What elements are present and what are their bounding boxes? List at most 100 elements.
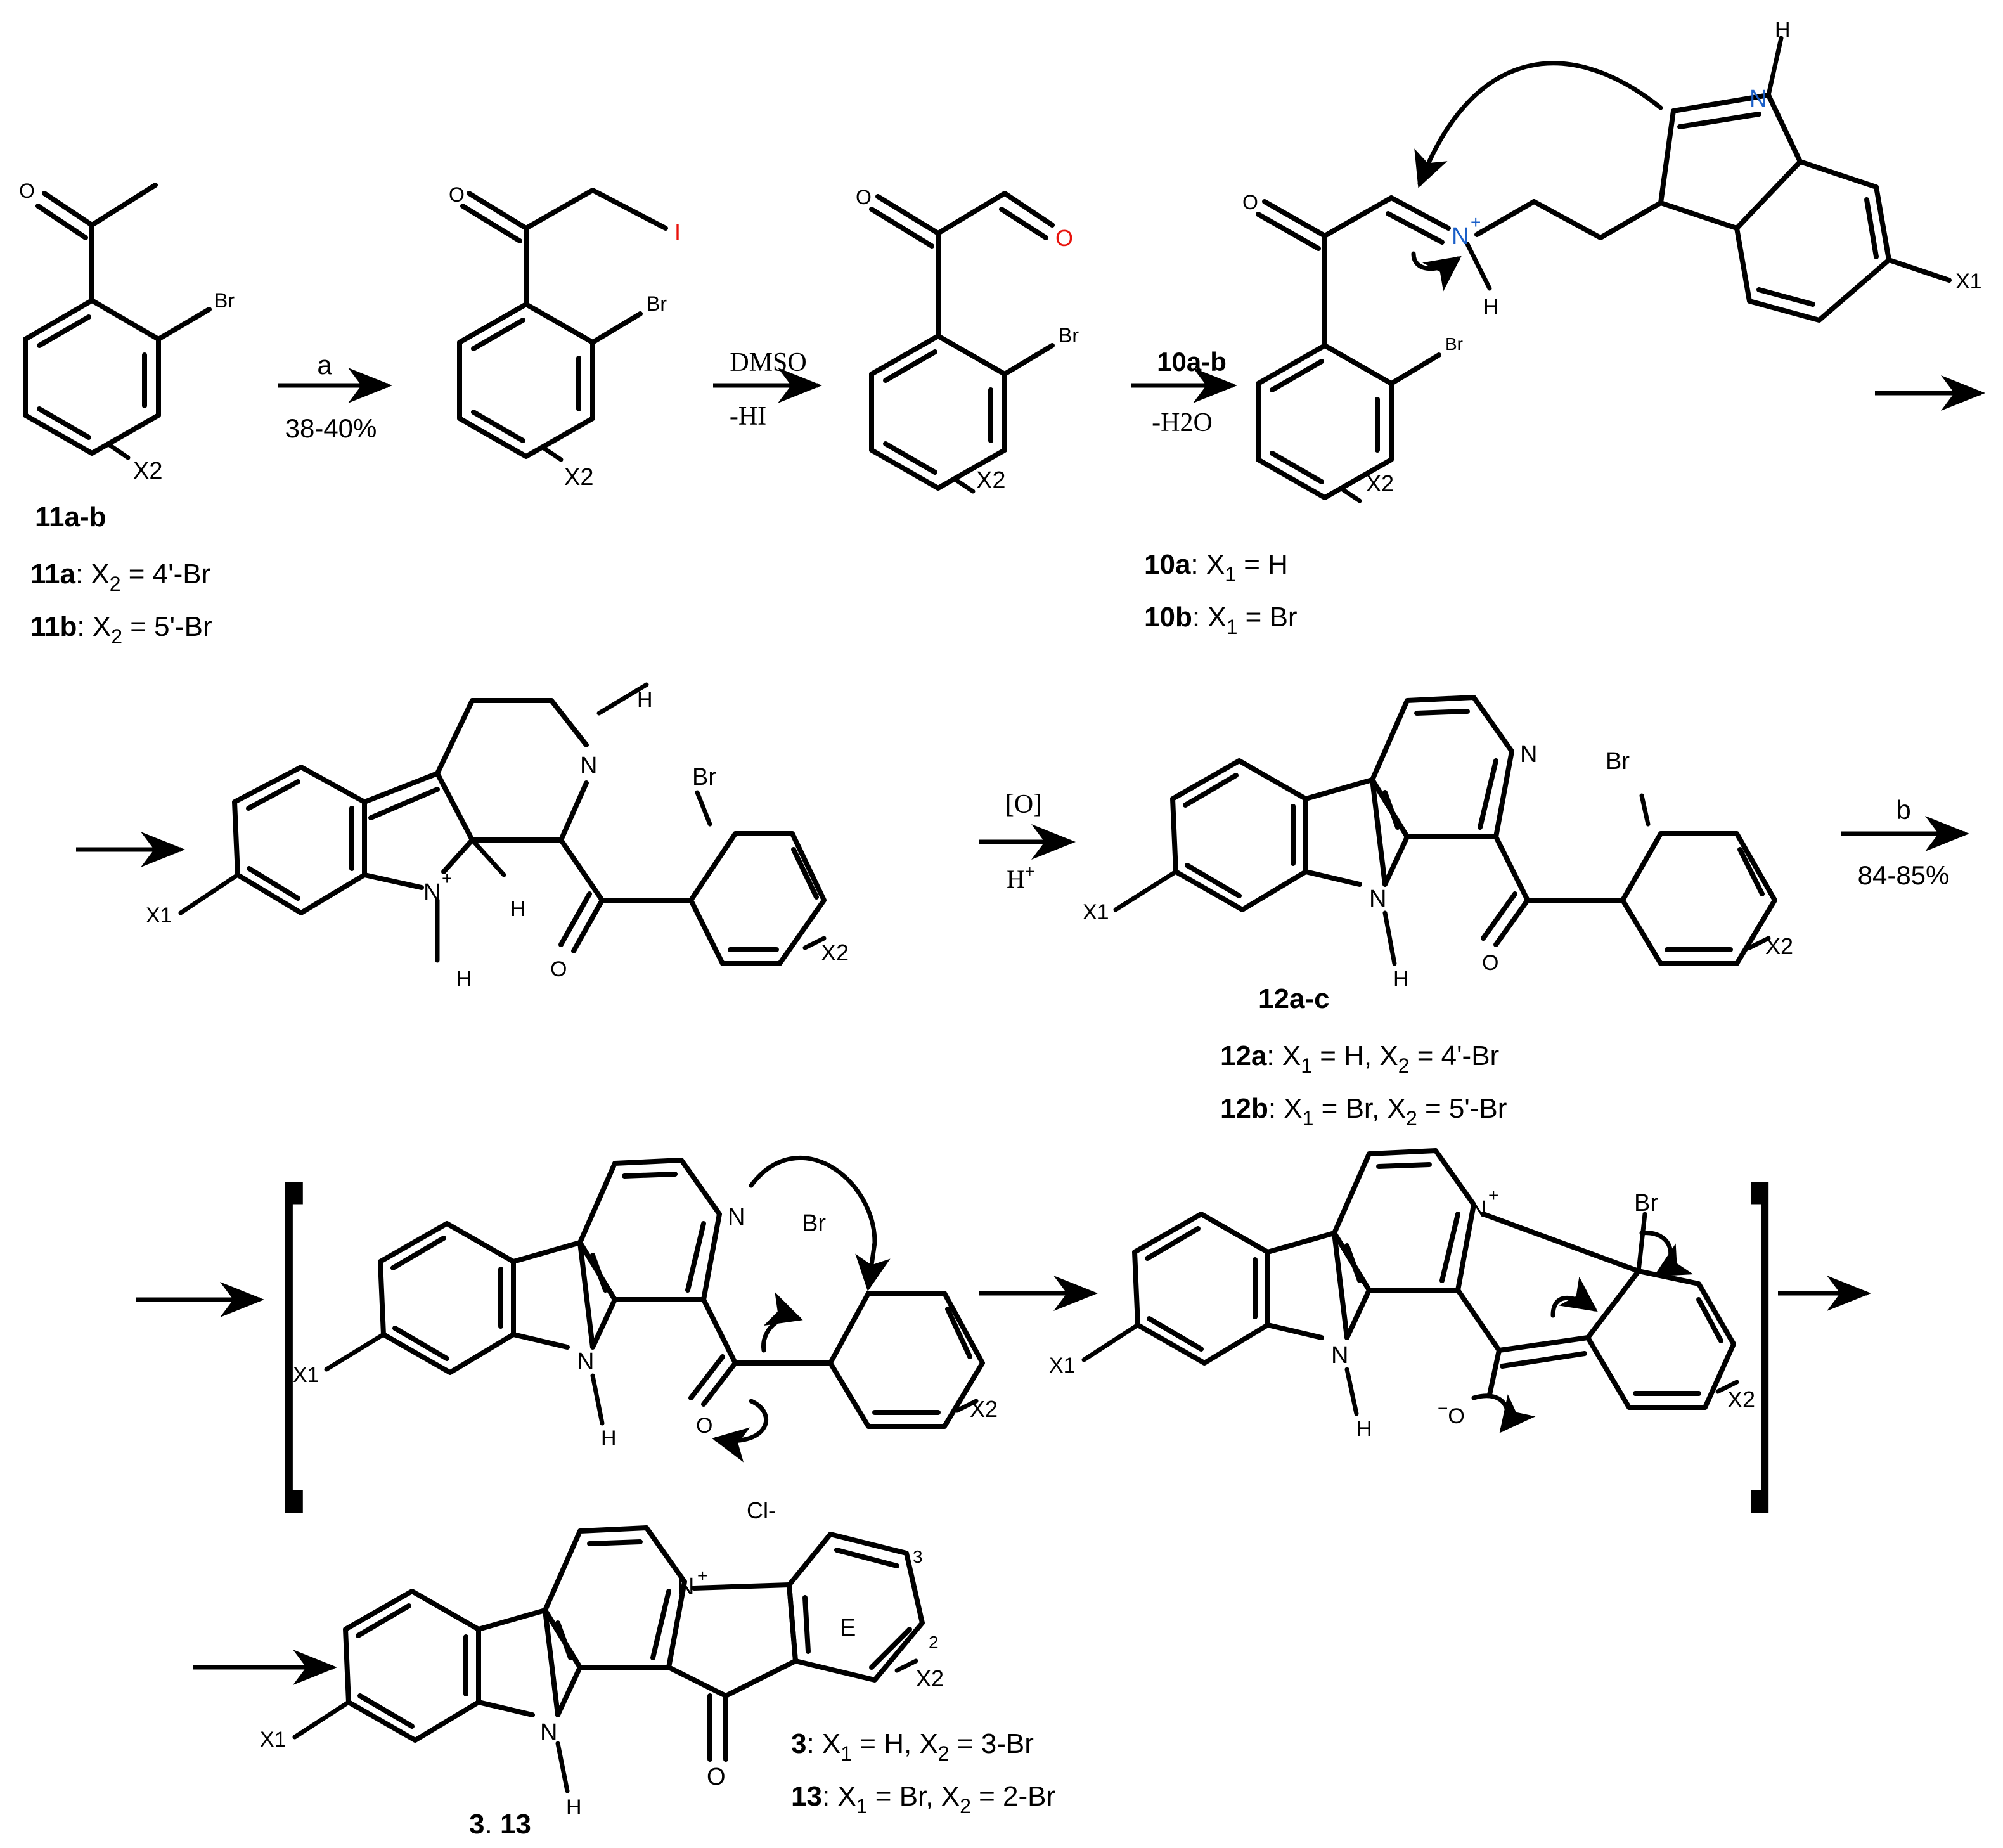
compound-iminium: O N + H N H X1 Br X2 bbox=[1242, 18, 1982, 503]
indole-hydrogen: H bbox=[1775, 18, 1791, 42]
compound-12a-line: 12a: X1 = H, X2 = 4'-Br bbox=[1220, 1040, 1499, 1077]
x1-label: X1 bbox=[293, 1363, 319, 1387]
bracket-close: ] bbox=[1750, 1119, 1775, 1516]
bromine-label: Br bbox=[802, 1210, 826, 1237]
x1-label: X1 bbox=[146, 903, 172, 927]
yield-a: 38-40% bbox=[285, 413, 377, 443]
compound-iodoketone: O I Br X2 bbox=[449, 183, 681, 491]
compound-11: O Br X2 bbox=[19, 179, 235, 484]
compound-10b-line: 10b: X1 = Br bbox=[1144, 602, 1298, 638]
x1-label: X1 bbox=[1049, 1354, 1076, 1378]
pyridinium-nitrogen: N bbox=[677, 1573, 694, 1600]
compound-glyoxal: O O Br X2 bbox=[856, 186, 1079, 494]
compound-10a-line: 10a: X1 = H bbox=[1144, 549, 1288, 586]
arrow-step-oxidation: [O] H+ bbox=[979, 790, 1076, 893]
reagent-a: a bbox=[317, 350, 332, 380]
compound-spiro-enolate: N + Br N H −O X1 X2 bbox=[1049, 1148, 1755, 1441]
iodine-label: I bbox=[674, 219, 681, 245]
indole-nitrogen: N bbox=[1749, 86, 1767, 112]
bromine-label: Br bbox=[214, 289, 235, 312]
compound-12b-line: 12b: X1 = Br, X2 = 5'-Br bbox=[1220, 1093, 1507, 1130]
compound-3-13-labels: 3. 13 3: X1 = H, X2 = 3-Br 13: X1 = Br, … bbox=[469, 1728, 1055, 1840]
arrow-step-dmso: DMSO -HI bbox=[713, 348, 822, 431]
nh-hydrogen: H bbox=[601, 1426, 617, 1451]
enolate-oxygen: −O bbox=[1438, 1399, 1465, 1428]
iminium-nitrogen: N bbox=[1452, 223, 1469, 250]
pyridine-nitrogen: N bbox=[1520, 741, 1537, 768]
arrow-step-a: a 38-40% bbox=[278, 350, 392, 443]
nh-hydrogen: H bbox=[566, 1795, 582, 1819]
nh-hydrogen: H bbox=[637, 688, 653, 712]
compound-cyclized-intermediate: N H Br N + H H O X1 X2 bbox=[146, 682, 849, 991]
x1-label: X1 bbox=[260, 1728, 287, 1752]
nitrogen-label: N bbox=[580, 753, 597, 779]
yield-b: 84-85% bbox=[1858, 860, 1950, 890]
oxygen-label-red: O bbox=[1055, 225, 1073, 251]
x2-label: X2 bbox=[976, 467, 1005, 494]
reagent-b: b bbox=[1896, 795, 1910, 825]
indole-nitrogen: N bbox=[577, 1348, 594, 1375]
oxygen-label: O bbox=[19, 179, 35, 202]
oxygen-label: O bbox=[1482, 951, 1498, 975]
iminium-plus: + bbox=[1471, 212, 1481, 232]
arrow-step-b: b 84-85% bbox=[1841, 795, 1969, 890]
bromine-label: Br bbox=[1634, 1190, 1658, 1217]
chloride-label: Cl- bbox=[747, 1497, 776, 1523]
reagent-oxidation: [O] bbox=[1005, 790, 1042, 819]
pyridinium-plus: + bbox=[1488, 1186, 1498, 1205]
pyridinium-plus: + bbox=[697, 1566, 707, 1586]
x2-label: X2 bbox=[1366, 470, 1394, 496]
compound-12-name: 12a-c bbox=[1258, 983, 1330, 1014]
compound-10-labels: 10a: X1 = H 10b: X1 = Br bbox=[1144, 549, 1298, 638]
arrow-step-10ab: 10a-b -H2O bbox=[1131, 347, 1237, 437]
x2-label: X2 bbox=[564, 464, 593, 491]
pyridinium-nitrogen: N bbox=[1469, 1196, 1486, 1223]
oxygen-label: O bbox=[449, 183, 465, 206]
compound-11-labels: 11a-b 11a: X2 = 4'-Br 11b: X2 = 5'-Br bbox=[30, 501, 212, 648]
compound-3-13-name: 3. 13 bbox=[469, 1809, 531, 1840]
reagent-minus-hi: -HI bbox=[730, 402, 766, 431]
ring-e-label: E bbox=[840, 1615, 856, 1641]
compound-11-name: 11a-b bbox=[35, 501, 106, 533]
position-2-label: 2 bbox=[929, 1632, 939, 1652]
oxygen-label: O bbox=[856, 186, 872, 209]
compound-3-line: 3: X1 = H, X2 = 3-Br bbox=[791, 1728, 1034, 1765]
compound-12-labels: 12a-c 12a: X1 = H, X2 = 4'-Br 12b: X1 = … bbox=[1220, 983, 1507, 1130]
reagent-proton: H+ bbox=[1007, 862, 1035, 893]
x2-label: X2 bbox=[970, 1396, 998, 1422]
reagent-dmso: DMSO bbox=[730, 348, 806, 377]
compound-12: N Br N H O X1 X2 bbox=[1083, 695, 1793, 991]
bracket-open: [ bbox=[279, 1119, 304, 1516]
bromine-label: Br bbox=[692, 764, 716, 791]
indole-nitrogen: N bbox=[1331, 1342, 1348, 1369]
x1-label: X1 bbox=[1083, 900, 1109, 924]
x2-label: X2 bbox=[133, 458, 162, 484]
x2-label: X2 bbox=[1765, 933, 1793, 959]
compound-13-line: 13: X1 = Br, X2 = 2-Br bbox=[791, 1781, 1055, 1818]
bromine-label: Br bbox=[1445, 334, 1463, 354]
ring-hydrogen: H bbox=[510, 897, 526, 921]
x2-label: X2 bbox=[821, 940, 849, 966]
compound-12-bracketed: N Br N H O X1 X2 bbox=[293, 1155, 998, 1463]
x1-label: X1 bbox=[1955, 269, 1982, 294]
compound-11a-line: 11a: X2 = 4'-Br bbox=[30, 559, 210, 595]
nh-hydrogen: H bbox=[1483, 295, 1499, 319]
bromine-label: Br bbox=[1059, 324, 1079, 347]
bromine-label: Br bbox=[647, 292, 667, 315]
x2-label: X2 bbox=[916, 1665, 944, 1691]
reagent-10ab: 10a-b bbox=[1157, 347, 1227, 377]
indole-nitrogen: N bbox=[540, 1719, 557, 1746]
compound-11b-line: 11b: X2 = 5'-Br bbox=[30, 611, 212, 648]
nh-hydrogen: H bbox=[1393, 967, 1409, 991]
nh-hydrogen: H bbox=[1356, 1417, 1372, 1441]
position-3-label: 3 bbox=[913, 1547, 923, 1567]
x2-label: X2 bbox=[1727, 1386, 1755, 1412]
indolenine-nitrogen: N bbox=[423, 879, 441, 906]
reagent-minus-h2o: -H2O bbox=[1152, 408, 1213, 437]
compound-3-13: N + Cl- E 3 2 N H O X1 X2 bbox=[260, 1497, 944, 1819]
nh-hydrogen-2: H bbox=[456, 967, 472, 991]
indolenine-plus: + bbox=[442, 869, 452, 888]
oxygen-label: O bbox=[707, 1764, 726, 1790]
indole-nitrogen: N bbox=[1369, 886, 1386, 912]
